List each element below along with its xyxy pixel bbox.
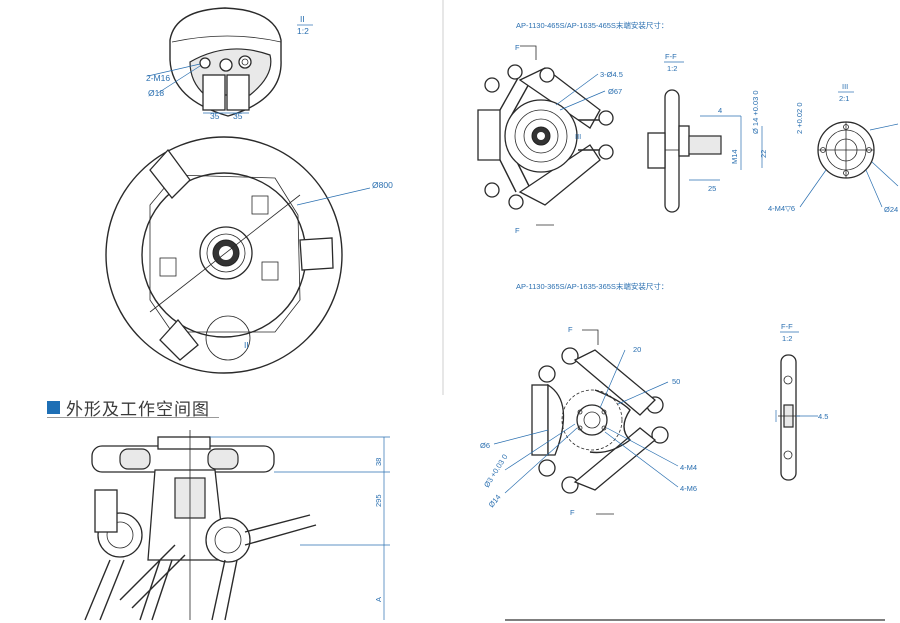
flange-365-top-view [493,329,679,515]
dim-4-465: 4 [718,106,722,115]
callout-3-d45: 3-Ø4.5 [600,70,623,79]
base-top-view [105,136,371,374]
section-f-bottom-365: F [570,508,575,517]
callout-d3-365: Ø3 +0.03 0 [482,453,509,489]
detail-iii-marker: III [575,132,581,141]
robot-side-view [84,430,390,621]
heading-marker-icon [47,401,60,414]
callout-2-m16: 2-M16 [146,73,170,83]
ff-scale-465: 1:2 [667,64,677,73]
section-f-top-465: F [515,43,520,52]
callout-d24: Ø24 [884,205,898,214]
callout-d14-365: Ø14 [487,493,503,510]
dim-2-detail-iii: 2 +0.02 0 [795,103,804,135]
callout-d67: Ø67 [608,87,622,96]
callout-4-m4-depth6: 4-M4▽6 [768,204,795,213]
callout-4-m4-365: 4-M4 [680,463,697,472]
detail-ii-label: II [300,14,305,24]
dim-a: A [374,597,383,602]
dim-d800: Ø800 [372,180,393,190]
spec-365-title: AP-1130-365S/AP-1635-365S末端安装尺寸： [516,281,668,291]
dim-35-left: 35 [210,111,220,121]
callout-d6-365: Ø6 [480,441,490,450]
flange-465-top-view [477,45,614,226]
section-heading: 外形及工作空间图 [47,395,219,420]
flange-465-section-ff [647,89,763,213]
heading-underline [47,417,219,418]
section-f-bottom-465: F [515,226,520,235]
ff-label-465: F-F [665,52,677,61]
detail-ii-scale: 1:2 [297,26,309,36]
callout-d18: Ø18 [148,88,164,98]
dim-4-5-365: 4.5 [818,412,828,421]
dim-295: 295 [374,494,383,507]
flange-365-section-ff [775,354,818,481]
dim-38: 38 [374,458,383,466]
dim-d14-465: Ø 14 +0.03 0 [751,90,760,134]
detail-iii-view [799,121,899,208]
dim-35-right: 35 [233,111,243,121]
section-f-top-365: F [568,325,573,334]
dim-22-465: 22 [759,150,768,158]
section-heading-text: 外形及工作空间图 [66,400,210,420]
detail-iii-label: III [842,82,848,91]
detail-ii-view [147,7,282,117]
ff-scale-365: 1:2 [782,334,792,343]
dim-20-365: 20 [633,345,641,354]
ff-label-365: F-F [781,322,793,331]
callout-4-m6-365: 4-M6 [680,484,697,493]
spec-465-title: AP-1130-465S/AP-1635-465S末端安装尺寸： [516,20,668,30]
dim-50-365: 50 [672,377,680,386]
dim-m14-465: M14 [730,149,739,164]
dim-25-465: 25 [708,184,716,193]
detail-iii-scale: 2:1 [839,94,849,103]
detail-ii-marker: II [244,340,249,350]
